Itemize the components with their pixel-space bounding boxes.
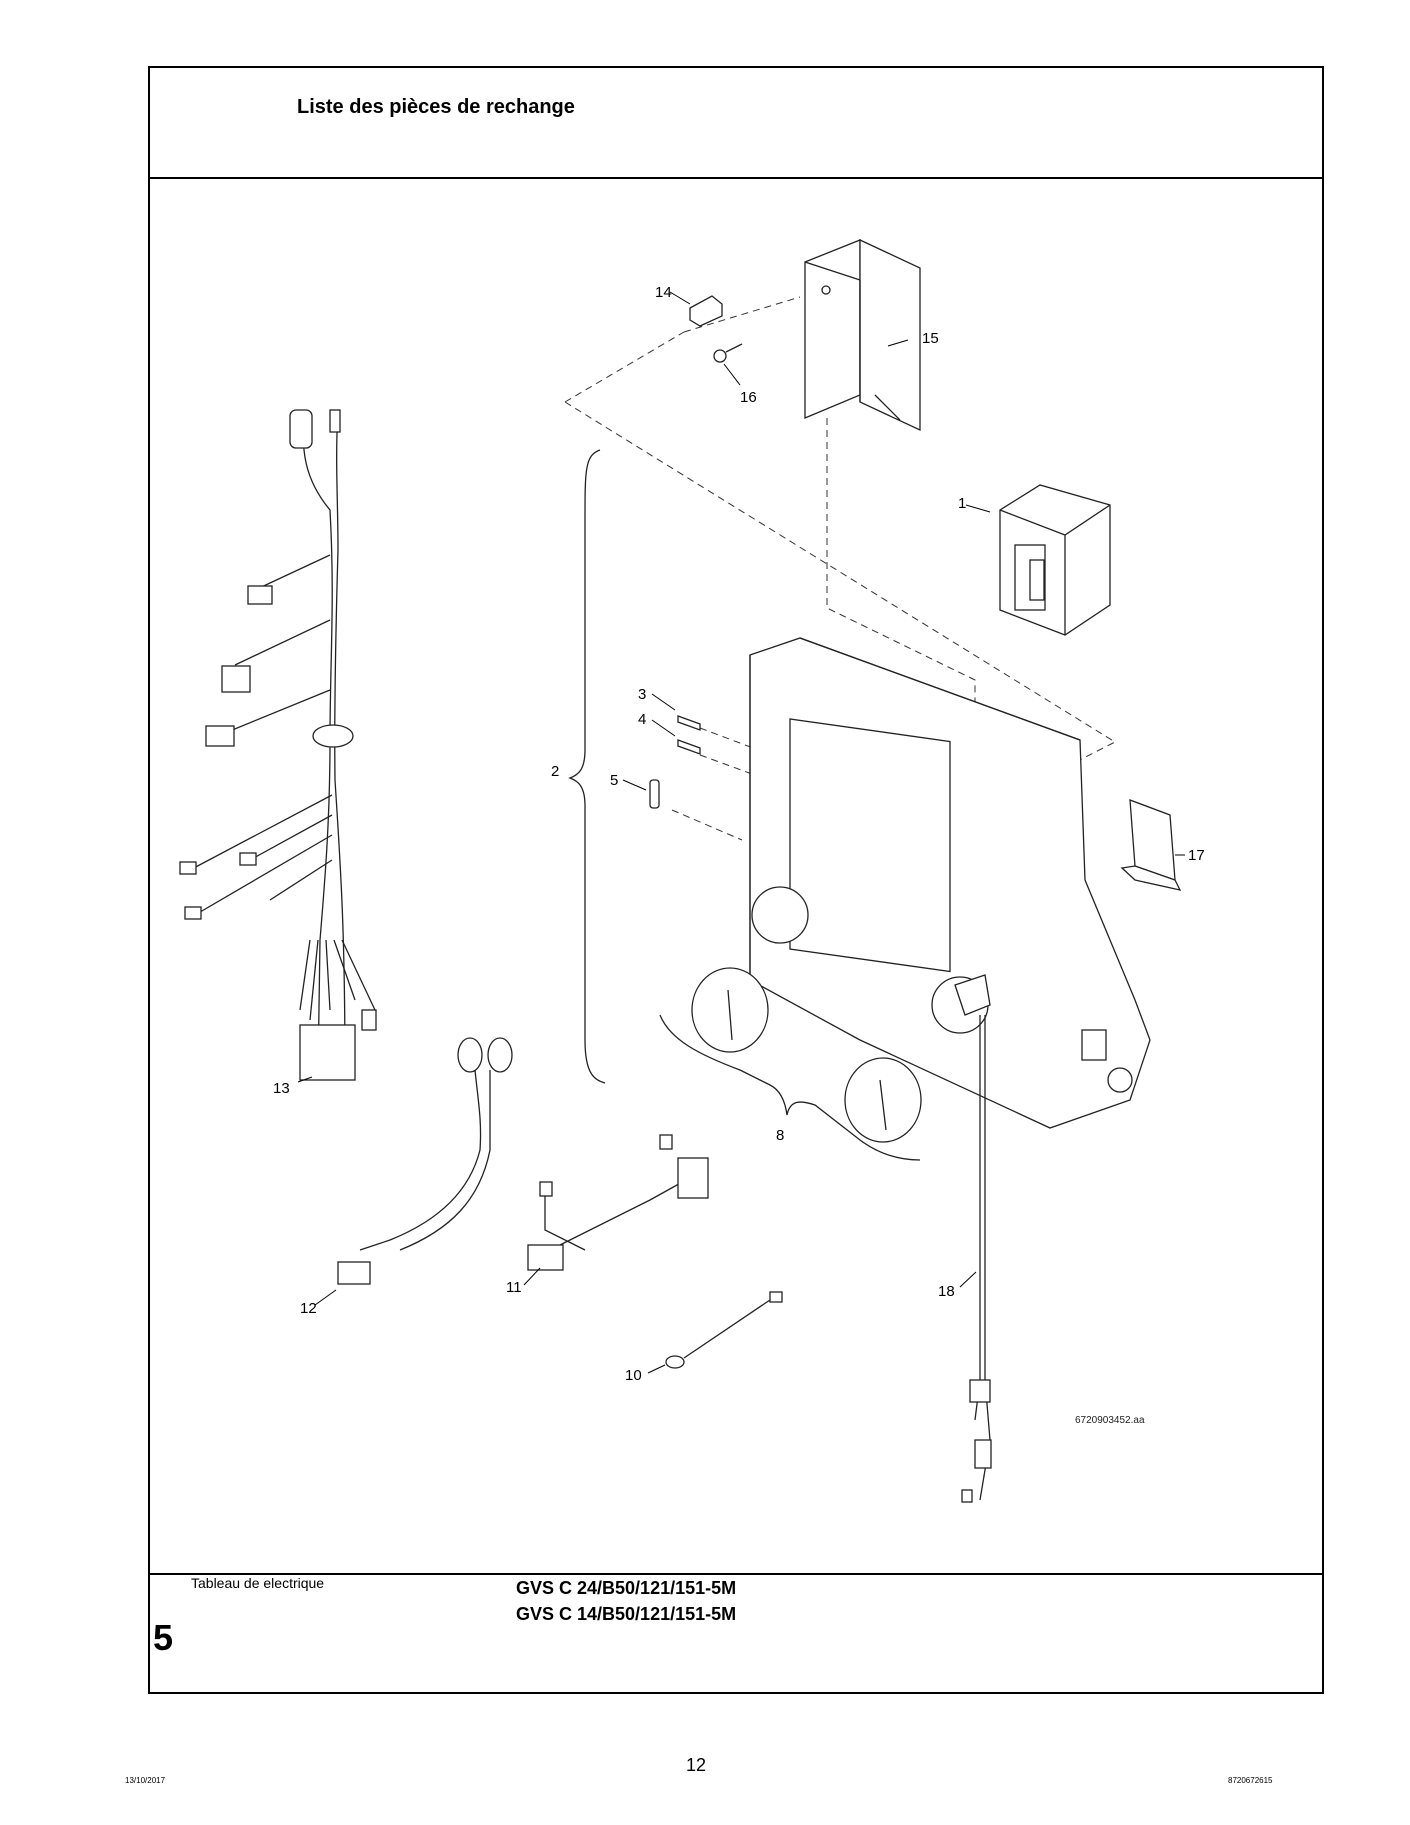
callout-1: 1 <box>958 495 966 512</box>
callout-10: 10 <box>625 1367 642 1384</box>
callout-13: 13 <box>273 1080 290 1097</box>
callout-12: 12 <box>300 1300 317 1317</box>
callout-16: 16 <box>740 389 757 406</box>
callout-15: 15 <box>922 330 939 347</box>
wire-harness-13 <box>179 409 377 1081</box>
header-divider <box>148 177 1324 179</box>
model-line-1: GVS C 24/B50/121/151-5M <box>516 1578 737 1598</box>
knobs-8 <box>691 967 922 1143</box>
sensor-cable-12 <box>337 1037 513 1285</box>
callout-leaders <box>297 291 1185 1374</box>
transformer-box-1 <box>999 484 1111 636</box>
callout-4: 4 <box>638 711 646 728</box>
group-2-brace <box>568 449 606 1084</box>
page-frame <box>148 66 1324 1694</box>
callout-labels: 1 2 3 4 5 8 10 11 12 13 14 15 16 17 18 6… <box>273 284 1205 1426</box>
footer-document-number: 8720672615 <box>1228 1776 1273 1785</box>
control-box-2 <box>749 637 1151 1129</box>
connector-cable-11 <box>527 1134 709 1271</box>
screw-16 <box>713 343 743 363</box>
clip-14 <box>689 295 723 327</box>
page-title: Liste des pièces de rechange <box>297 96 575 118</box>
section-name: Tableau de electrique <box>191 1575 325 1591</box>
small-bracket-17 <box>1120 799 1182 891</box>
callout-8: 8 <box>776 1127 784 1144</box>
fuses-3-4-5 <box>649 715 701 809</box>
drawing-reference: 6720903452.aa <box>1075 1415 1145 1426</box>
page-number: 12 <box>686 1755 707 1775</box>
callout-18: 18 <box>938 1283 955 1300</box>
callout-14: 14 <box>655 284 672 301</box>
callout-11: 11 <box>506 1279 522 1296</box>
footer-divider <box>148 1573 1324 1575</box>
bracket-15 <box>804 238 921 432</box>
callout-2: 2 <box>551 763 559 780</box>
footer-date: 13/10/2017 <box>125 1776 166 1785</box>
mains-cable-18 <box>954 974 992 1503</box>
group-8-brace <box>659 1014 921 1161</box>
callout-3: 3 <box>638 686 646 703</box>
model-line-2: GVS C 14/B50/121/151-5M <box>516 1604 737 1624</box>
section-number: 5 <box>153 1617 174 1658</box>
earth-wire-10 <box>665 1291 783 1369</box>
callout-17: 17 <box>1188 847 1205 864</box>
callout-5: 5 <box>610 772 618 789</box>
